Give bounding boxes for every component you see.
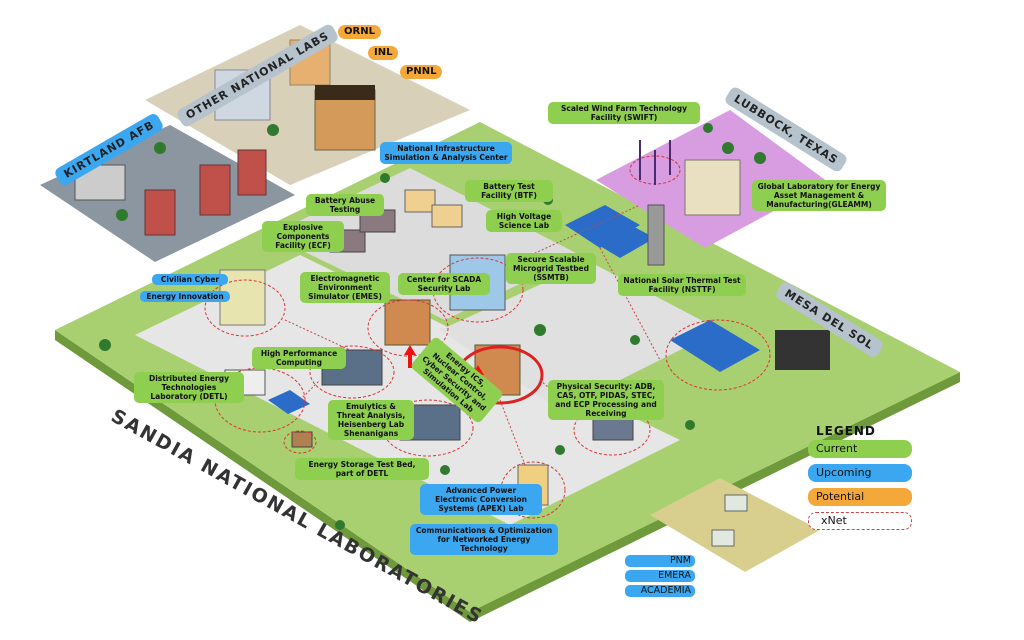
lab-pnnl: PNNL [400, 65, 443, 79]
label-ssmtb: Secure Scalable Microgrid Testbed (SSMTB… [506, 253, 596, 284]
partner-emera: EMERA [625, 570, 695, 582]
legend-potential: Potential [808, 488, 912, 506]
building [199, 164, 231, 216]
nsttf-tower [647, 204, 665, 266]
label-gleamm: Global Laboratory for Energy Asset Manag… [752, 180, 886, 211]
legend-xnet: xNet [808, 512, 912, 530]
label-apex: Advanced Power Electronic Conversion Sys… [420, 484, 542, 515]
label-comms: Communications & Optimization for Networ… [410, 524, 558, 555]
building [384, 299, 431, 346]
legend-current: Current [808, 440, 912, 458]
label-detl: Distributed Energy Technologies Laborato… [134, 372, 244, 403]
partner-academia: ACADEMIA [625, 585, 695, 597]
label-btf: Battery Test Facility (BTF) [465, 180, 553, 202]
wind-turbine-icon [639, 140, 671, 185]
mesa-building [775, 330, 830, 370]
building [724, 494, 748, 512]
lab-inl: INL [368, 46, 399, 60]
label-emes: Electromagnetic Environment Simulator (E… [300, 272, 390, 303]
label-energy-innovation: Energy Innovation [140, 291, 230, 302]
label-swift: Scaled Wind Farm Technology Facility (SW… [548, 102, 700, 124]
solar-panel-array [268, 205, 760, 414]
label-scada: Center for SCADA Security Lab [398, 273, 490, 295]
partner-list: PNM EMERA ACADEMIA [625, 555, 695, 600]
building [431, 204, 463, 228]
gleamm-building [684, 159, 741, 216]
label-civilian-cyber: Civilian Cyber [152, 274, 228, 285]
label-hv: High Voltage Science Lab [486, 210, 562, 232]
building [144, 189, 176, 236]
label-nsttf: National Solar Thermal Test Facility (NS… [618, 274, 746, 296]
label-energy-storage: Energy Storage Test Bed, part of DETL [295, 458, 429, 480]
plaza-central [135, 255, 680, 525]
legend: LEGEND Current Upcoming Potential xNet [808, 424, 912, 536]
building [291, 431, 313, 448]
label-emulytics: Emulytics & Threat Analysis, Heisenberg … [328, 400, 414, 440]
label-physical-security: Physical Security: ADB, CAS, OTF, PIDAS,… [548, 380, 664, 420]
building-roof [315, 85, 375, 100]
label-ecf: Explosive Components Facility (ECF) [262, 221, 344, 252]
utility-patch [650, 478, 820, 572]
building [237, 149, 267, 196]
lab-ornl: ORNL [338, 25, 381, 39]
label-nisac: National Infrastructure Simulation & Ana… [380, 142, 512, 164]
label-hpc: High Performance Computing [252, 347, 346, 369]
legend-upcoming: Upcoming [808, 464, 912, 482]
xnet-links [284, 204, 661, 466]
building [711, 529, 735, 547]
other-labs-platform [145, 25, 470, 185]
partner-pnm: PNM [625, 555, 695, 567]
building [404, 189, 436, 213]
legend-title: LEGEND [816, 424, 876, 438]
label-battery-abuse: Battery Abuse Testing [306, 194, 384, 216]
